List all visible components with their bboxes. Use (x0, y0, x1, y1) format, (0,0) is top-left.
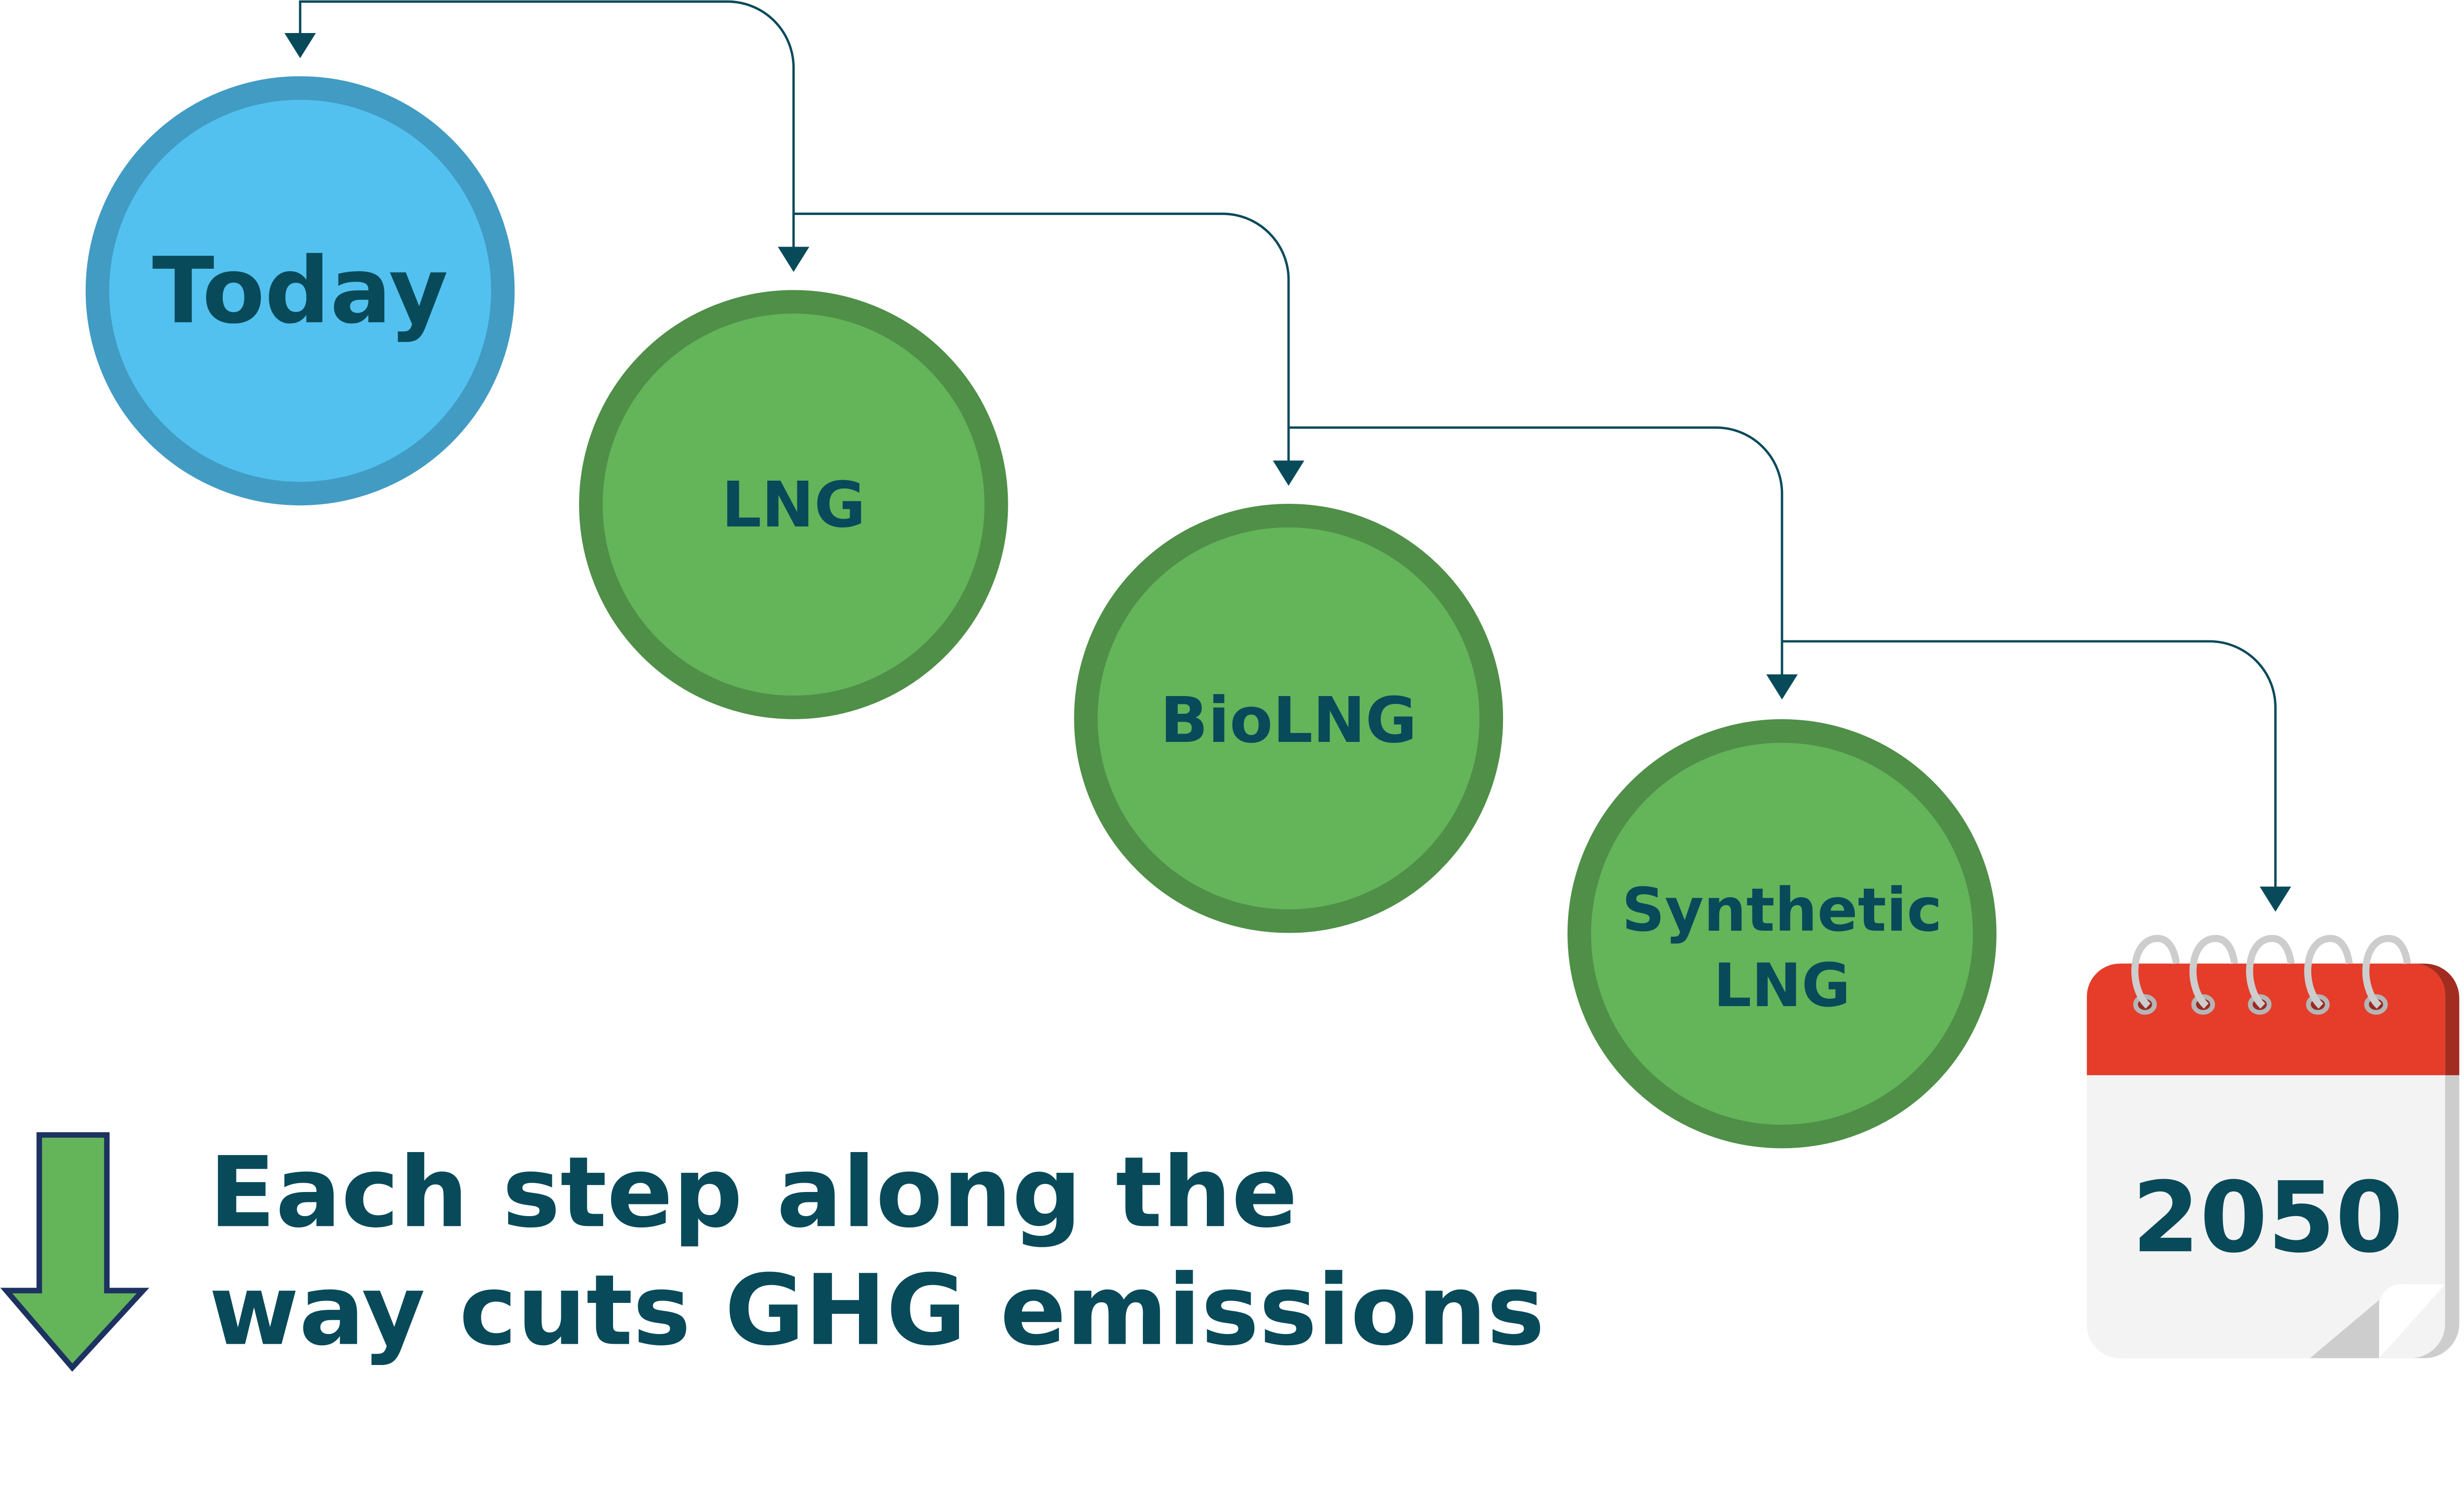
arrowhead-icon (1766, 674, 1798, 700)
arrowhead-icon (2259, 886, 2292, 912)
biolng-circle (1074, 504, 1504, 933)
page-curl (2379, 1284, 2445, 1359)
caption-line-1: Each step along the (209, 1135, 1298, 1249)
ring (2131, 935, 2180, 1015)
connector-lng-to-biolng (793, 212, 1290, 465)
caption: Each step along the way cuts GHG emissio… (0, 1132, 1545, 1372)
caption-line-2: way cuts GHG emissions (209, 1253, 1544, 1367)
page-curl-shadow (2310, 1300, 2379, 1359)
connector-synthetic-to-2050 (1782, 640, 2277, 892)
synthetic-lng-circle (1567, 719, 1997, 1149)
calendar-icon: 2050 (2087, 935, 2460, 1359)
ring (2246, 935, 2295, 1015)
step-synthetic-lng: Synthetic LNG (1567, 719, 1997, 1149)
lng-label: LNG (721, 469, 866, 542)
step-today: Today (85, 76, 515, 506)
lng-circle (579, 290, 1008, 719)
calendar-header (2087, 963, 2445, 1076)
connector-biolng-to-synthetic (1288, 426, 1783, 679)
arrowhead-icon (1272, 460, 1304, 486)
connector-today-to-lng (299, 0, 795, 252)
calendar-rings (2131, 935, 2411, 1015)
ring (2190, 935, 2238, 1015)
today-label: Today (152, 238, 448, 344)
arrowhead-icon (284, 33, 316, 58)
ring (2362, 935, 2411, 1015)
down-arrow-icon (0, 1132, 149, 1372)
synthetic-lng-label: LNG (1713, 951, 1850, 1020)
biolng-label: BioLNG (1160, 684, 1417, 757)
step-biolng: BioLNG (1074, 504, 1504, 933)
step-lng: LNG (579, 290, 1008, 719)
connectors (299, 0, 2277, 892)
today-circle (85, 76, 515, 506)
ring (2304, 935, 2353, 1015)
synthetic-label: Synthetic (1622, 875, 1942, 945)
calendar-year: 2050 (2132, 1160, 2403, 1274)
arrowheads (284, 33, 2292, 912)
arrowhead-icon (778, 246, 810, 272)
